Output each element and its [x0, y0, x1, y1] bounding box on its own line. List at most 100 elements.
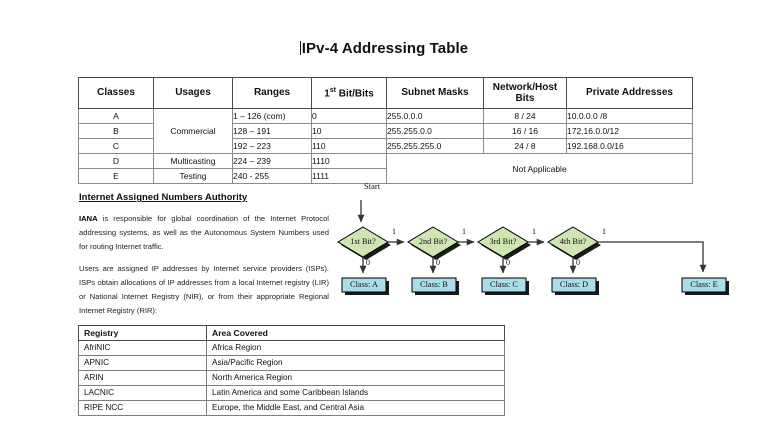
outcome-box-class-e[interactable] — [681, 277, 727, 293]
cell-nhbits-b: 16 / 16 — [483, 123, 567, 139]
cell-private-c: 192.168.0.0/16 — [566, 138, 693, 154]
edge-label-1st-bit-yes: 1 — [392, 227, 396, 236]
table-row: D Multicasting 224 – 239 1110 Not Applic… — [78, 153, 693, 184]
cell-usage-commercial: Commercial — [153, 108, 233, 154]
edge-label-4th-bit-no: 0 — [576, 258, 580, 267]
cell-class-c: C — [78, 138, 154, 154]
decision-label-3rd-bit: 3rd Bit? — [489, 237, 517, 246]
cell-not-applicable: Not Applicable — [386, 153, 693, 184]
flowchart-start-label: Start — [364, 181, 381, 191]
cell-registry-apnic: APNIC — [78, 355, 207, 371]
cell-class-d: D — [78, 153, 154, 169]
header-classes: Classes — [78, 77, 154, 109]
header-area-covered: Area Covered — [206, 325, 505, 341]
header-bit-suffix: Bit/Bits — [336, 87, 374, 99]
edge-label-2nd-bit-no: 0 — [436, 258, 440, 267]
header-first-bits: 1st Bit/Bits — [311, 77, 387, 109]
edge-label-1st-bit-no: 0 — [366, 258, 370, 267]
header-registry: Registry — [78, 325, 207, 341]
header-nh-line2: Bits — [515, 93, 535, 104]
registry-table: Registry Area Covered AfriNIC Africa Reg… — [78, 325, 505, 416]
cell-class-a: A — [78, 108, 154, 124]
cell-registry-arin: ARIN — [78, 370, 207, 386]
cell-range-a: 1 – 126 (com) — [232, 108, 312, 124]
cell-subnet-b: 255.255.0.0 — [386, 123, 484, 139]
iana-paragraph-1: IANA is responsible for global coordinat… — [79, 212, 329, 254]
outcome-box-class-b[interactable] — [411, 277, 457, 293]
edge-label-4th-bit-yes: 1 — [602, 227, 606, 236]
edge-label-3rd-bit-no: 0 — [506, 258, 510, 267]
cell-class-b: B — [78, 123, 154, 139]
header-bit-prefix: 1 — [324, 87, 330, 99]
table-row: ARIN North America Region — [78, 370, 505, 386]
edge-label-3rd-bit-yes: 1 — [532, 227, 536, 236]
header-ranges: Ranges — [232, 77, 312, 109]
table-row: AfriNIC Africa Region — [78, 340, 505, 356]
edge-label-2nd-bit-yes: 1 — [462, 227, 466, 236]
table-row: C 192 – 223 110 255.255.255.0 24 / 8 192… — [78, 138, 693, 154]
table-row: APNIC Asia/Pacific Region — [78, 355, 505, 371]
page-title-text: IPv-4 Addressing Table — [301, 40, 469, 57]
cell-bits-c: 110 — [311, 138, 387, 154]
header-subnet-masks: Subnet Masks — [386, 77, 484, 109]
text-cursor — [299, 41, 301, 55]
cell-nhbits-a: 8 / 24 — [483, 108, 567, 124]
cell-registry-ripe-ncc: RIPE NCC — [78, 400, 207, 416]
cell-area-arin: North America Region — [206, 370, 505, 386]
iana-paragraph-2: Users are assigned IP addresses by Inter… — [79, 264, 329, 315]
table-row: LACNIC Latin America and some Caribbean … — [78, 385, 505, 401]
table-row: E Testing 240 - 255 1111 — [78, 168, 693, 184]
cell-bits-b: 10 — [311, 123, 387, 139]
cell-bits-a: 0 — [311, 108, 387, 124]
class-box-shadows — [345, 281, 729, 295]
cell-subnet-c: 255.255.255.0 — [386, 138, 484, 154]
decision-label-2nd-bit: 2nd Bit? — [418, 237, 448, 246]
outcome-label-class-e: Class: E — [690, 280, 718, 289]
outcome-box-class-c[interactable] — [481, 277, 527, 293]
cell-range-e: 240 - 255 — [232, 168, 312, 184]
cell-area-afrinic: Africa Region — [206, 340, 505, 356]
cell-private-a: 10.0.0.0 /8 — [566, 108, 693, 124]
outcome-label-class-d: Class: D — [559, 280, 589, 289]
ipv4-addressing-table: Classes Usages Ranges 1st Bit/Bits Subne… — [78, 77, 693, 184]
table-row: A Commercial 1 – 126 (com) 0 255.0.0.0 8… — [78, 108, 693, 154]
registry-header-row: Registry Area Covered — [78, 325, 505, 341]
cell-range-c: 192 – 223 — [232, 138, 312, 154]
cell-area-apnic: Asia/Pacific Region — [206, 355, 505, 371]
addressing-table-body: A Commercial 1 – 126 (com) 0 255.0.0.0 8… — [78, 108, 693, 184]
iana-lead-term: IANA — [79, 214, 98, 223]
cell-bits-e: 1111 — [311, 168, 387, 184]
connector-d4-to-class-e — [598, 241, 707, 273]
cell-range-b: 128 – 191 — [232, 123, 312, 139]
outcome-box-class-d[interactable] — [551, 277, 597, 293]
cell-area-lacnic: Latin America and some Caribbean Islands — [206, 385, 505, 401]
addressing-table-head: Classes Usages Ranges 1st Bit/Bits Subne… — [78, 77, 693, 109]
header-private-addresses: Private Addresses — [566, 77, 693, 109]
iana-heading: Internet Assigned Numbers Authority — [79, 192, 248, 203]
flowchart-canvas — [337, 200, 729, 295]
table-row: RIPE NCC Europe, the Middle East, and Ce… — [78, 400, 505, 416]
addressing-header-row: Classes Usages Ranges 1st Bit/Bits Subne… — [78, 77, 693, 109]
outcome-label-class-b: Class: B — [420, 280, 448, 289]
page-title: IPv-4 Addressing Table — [0, 40, 768, 57]
cell-registry-afrinic: AfriNIC — [78, 340, 207, 356]
decision-label-4th-bit: 4th Bit? — [559, 237, 587, 246]
cell-private-b: 172.16.0.0/12 — [566, 123, 693, 139]
ipv4-class-decision-flowchart: Start 1st Bit? 2nd Bit? 3rd Bit? 4th Bit… — [330, 181, 768, 303]
outcome-label-class-a: Class: A — [350, 280, 378, 289]
outcome-box-class-a[interactable] — [341, 277, 387, 293]
decision-label-1st-bit: 1st Bit? — [350, 237, 376, 246]
table-row: B 128 – 191 10 255.255.0.0 16 / 16 172.1… — [78, 123, 693, 139]
header-bit-sup: st — [329, 86, 336, 94]
iana-paragraph-1-rest: is responsible for global coordination o… — [79, 214, 329, 251]
registry-table-body: AfriNIC Africa Region APNIC Asia/Pacific… — [78, 340, 505, 416]
cell-area-ripe-ncc: Europe, the Middle East, and Central Asi… — [206, 400, 505, 416]
outcome-label-class-c: Class: C — [490, 280, 518, 289]
cell-bits-d: 1110 — [311, 153, 387, 169]
cell-registry-lacnic: LACNIC — [78, 385, 207, 401]
cell-usage-multicasting: Multicasting — [153, 153, 233, 169]
cell-subnet-a: 255.0.0.0 — [386, 108, 484, 124]
cell-range-d: 224 – 239 — [232, 153, 312, 169]
